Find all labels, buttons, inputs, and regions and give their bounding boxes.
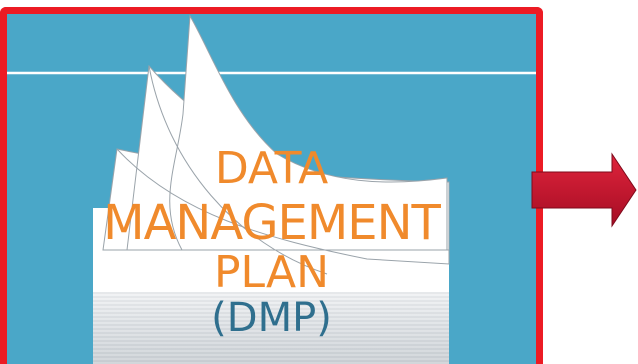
title-line-plan: PLAN <box>213 247 330 298</box>
stacked-documents-icon <box>7 14 536 364</box>
title-line-data: DATA <box>214 143 329 194</box>
title-line-management: MANAGEMENT <box>103 195 441 251</box>
highlight-frame: DATA MANAGEMENT PLAN (DMP) <box>0 7 543 364</box>
right-arrow-icon <box>531 152 637 228</box>
curled-page-3 <box>169 14 448 251</box>
acronym-label: (DMP) <box>211 295 332 341</box>
